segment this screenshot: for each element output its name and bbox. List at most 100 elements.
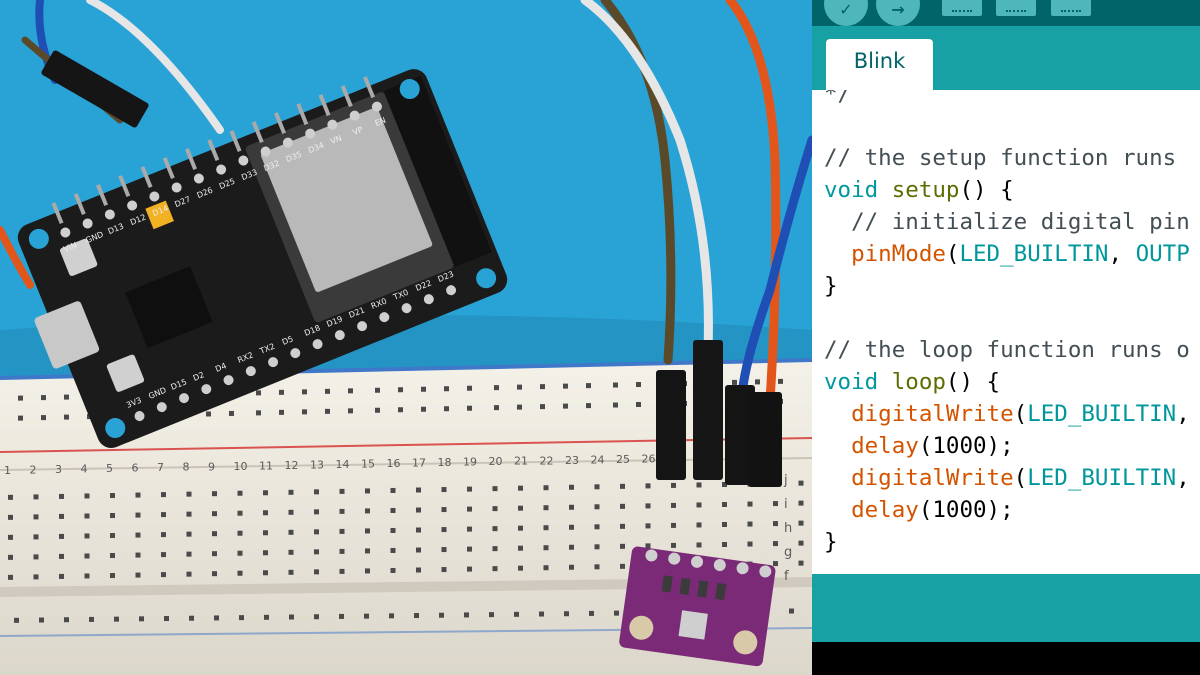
tab-blink[interactable]: Blink (826, 39, 933, 90)
code-token: // the setup function runs (824, 145, 1177, 171)
breadboard-row-number: 19 (463, 456, 477, 469)
code-token: setup (891, 177, 960, 203)
ide-toolbar: ✓ → (812, 0, 1200, 26)
breadboard-row-number: 20 (489, 455, 503, 468)
board-pin-label: EN (374, 116, 388, 128)
board-pin-label: D2 (192, 370, 206, 383)
breadboard-row-number: 6 (132, 462, 139, 475)
code-line: digitalWrite(LED_BUILTIN, (824, 398, 1190, 430)
breadboard-row-number: 2 (30, 463, 37, 476)
code-line: digitalWrite(LED_BUILTIN, (824, 462, 1190, 494)
code-token: ( (1013, 401, 1028, 427)
new-icon[interactable] (942, 0, 982, 16)
code-token: () { (945, 369, 1001, 395)
breadboard-row-number: 1 (4, 464, 11, 477)
code-token: } (824, 529, 838, 555)
code-line: // the setup function runs (824, 142, 1176, 174)
code-token: void (824, 369, 879, 395)
code-token: , (1176, 401, 1190, 427)
code-token: ( (1013, 465, 1028, 491)
breadboard-row-number: 9 (208, 460, 215, 473)
breadboard-row-number: 7 (157, 461, 164, 474)
code-token: (1000); (918, 497, 1014, 523)
breadboard-column-letter: j (783, 473, 788, 488)
status-bar (812, 574, 1200, 642)
breadboard-row-number: 3 (55, 463, 62, 476)
code-token: delay (851, 433, 919, 459)
code-token: delay (851, 497, 919, 523)
code-token: } (824, 273, 838, 299)
breadboard-row-number: 10 (234, 460, 248, 473)
code-line: delay(1000); (824, 430, 1014, 462)
breadboard-column-letter: i (784, 497, 788, 512)
breadboard-row-number: 23 (565, 454, 579, 467)
breadboard-row-number: 12 (285, 459, 299, 472)
code-token (824, 241, 851, 267)
code-token: LED_BUILTIN (959, 241, 1109, 267)
breadboard-row-number: 8 (183, 461, 190, 474)
code-token: void (824, 177, 879, 203)
verify-icon[interactable]: ✓ (824, 0, 868, 26)
breadboard-column-letter: f (784, 569, 789, 584)
breadboard-row-number: 5 (106, 462, 113, 475)
sensor-module (619, 546, 776, 667)
open-icon[interactable] (996, 0, 1036, 16)
wire-blue (737, 135, 812, 400)
save-icon[interactable] (1051, 0, 1091, 16)
wire-white-left (86, 0, 224, 134)
code-editor[interactable]: */ // the setup function runs void setup… (812, 90, 1200, 560)
arduino-ide: ✓ → Blink */ // the setup function runs … (812, 0, 1200, 675)
breadboard-column-letter: h (784, 521, 792, 536)
code-token: digitalWrite (851, 465, 1014, 491)
code-token (824, 465, 851, 491)
code-token: OUTP (1135, 241, 1190, 267)
code-line: // the loop function runs o (824, 334, 1190, 366)
code-line: void setup() { (824, 174, 1014, 206)
code-token: ( (945, 241, 960, 267)
code-token (878, 177, 892, 203)
breadboard-row-number: 13 (310, 458, 324, 471)
code-line: void loop() { (824, 366, 1000, 398)
code-token: , (1176, 465, 1190, 491)
wire-orange (725, 0, 781, 405)
breadboard-row-number: 17 (412, 457, 426, 470)
code-token (824, 433, 851, 459)
code-token (824, 401, 851, 427)
tab-bar: Blink (812, 26, 1200, 90)
code-line: // initialize digital pin (824, 206, 1190, 238)
code-token: pinMode (851, 241, 946, 267)
code-token (824, 497, 851, 523)
code-line: delay(1000); (824, 494, 1014, 526)
code-line: */ (824, 90, 851, 110)
breadboard-row-number: 11 (259, 459, 273, 472)
wire-orange-left (0, 226, 34, 289)
breadboard-row-number: 22 (540, 454, 554, 467)
breadboard-row-number: 15 (361, 458, 375, 471)
upload-icon[interactable]: → (876, 0, 920, 26)
code-token: digitalWrite (851, 401, 1014, 427)
code-line: } (824, 270, 838, 302)
code-token: LED_BUILTIN (1027, 401, 1177, 427)
jumper-connectors (41, 50, 782, 487)
breadboard-row-number: 14 (336, 458, 350, 471)
code-token: // the loop function runs o (824, 337, 1190, 363)
board-pin-label: VN (329, 133, 343, 146)
code-token: */ (824, 90, 852, 107)
code-token (878, 369, 892, 395)
code-token: , (1108, 241, 1136, 267)
breadboard-row-number: 16 (387, 457, 401, 470)
breadboard-column-letter: g (784, 545, 792, 560)
editor-bottom-margin (812, 560, 1200, 574)
console-output (812, 642, 1200, 675)
esp32-board: VINGNDD13D12D14D27D26D25D33D32D35D34VNVP… (17, 69, 508, 448)
breadboard-row-number: 21 (514, 455, 528, 468)
code-token: loop (891, 369, 946, 395)
breadboard-row-number: 24 (591, 453, 605, 466)
breadboard-row-number: 26 (642, 452, 656, 465)
breadboard-row-number: 25 (616, 453, 630, 466)
code-token: () { (959, 177, 1014, 203)
code-line: pinMode(LED_BUILTIN, OUTP (824, 238, 1190, 270)
breadboard-row-number: 18 (438, 456, 452, 469)
